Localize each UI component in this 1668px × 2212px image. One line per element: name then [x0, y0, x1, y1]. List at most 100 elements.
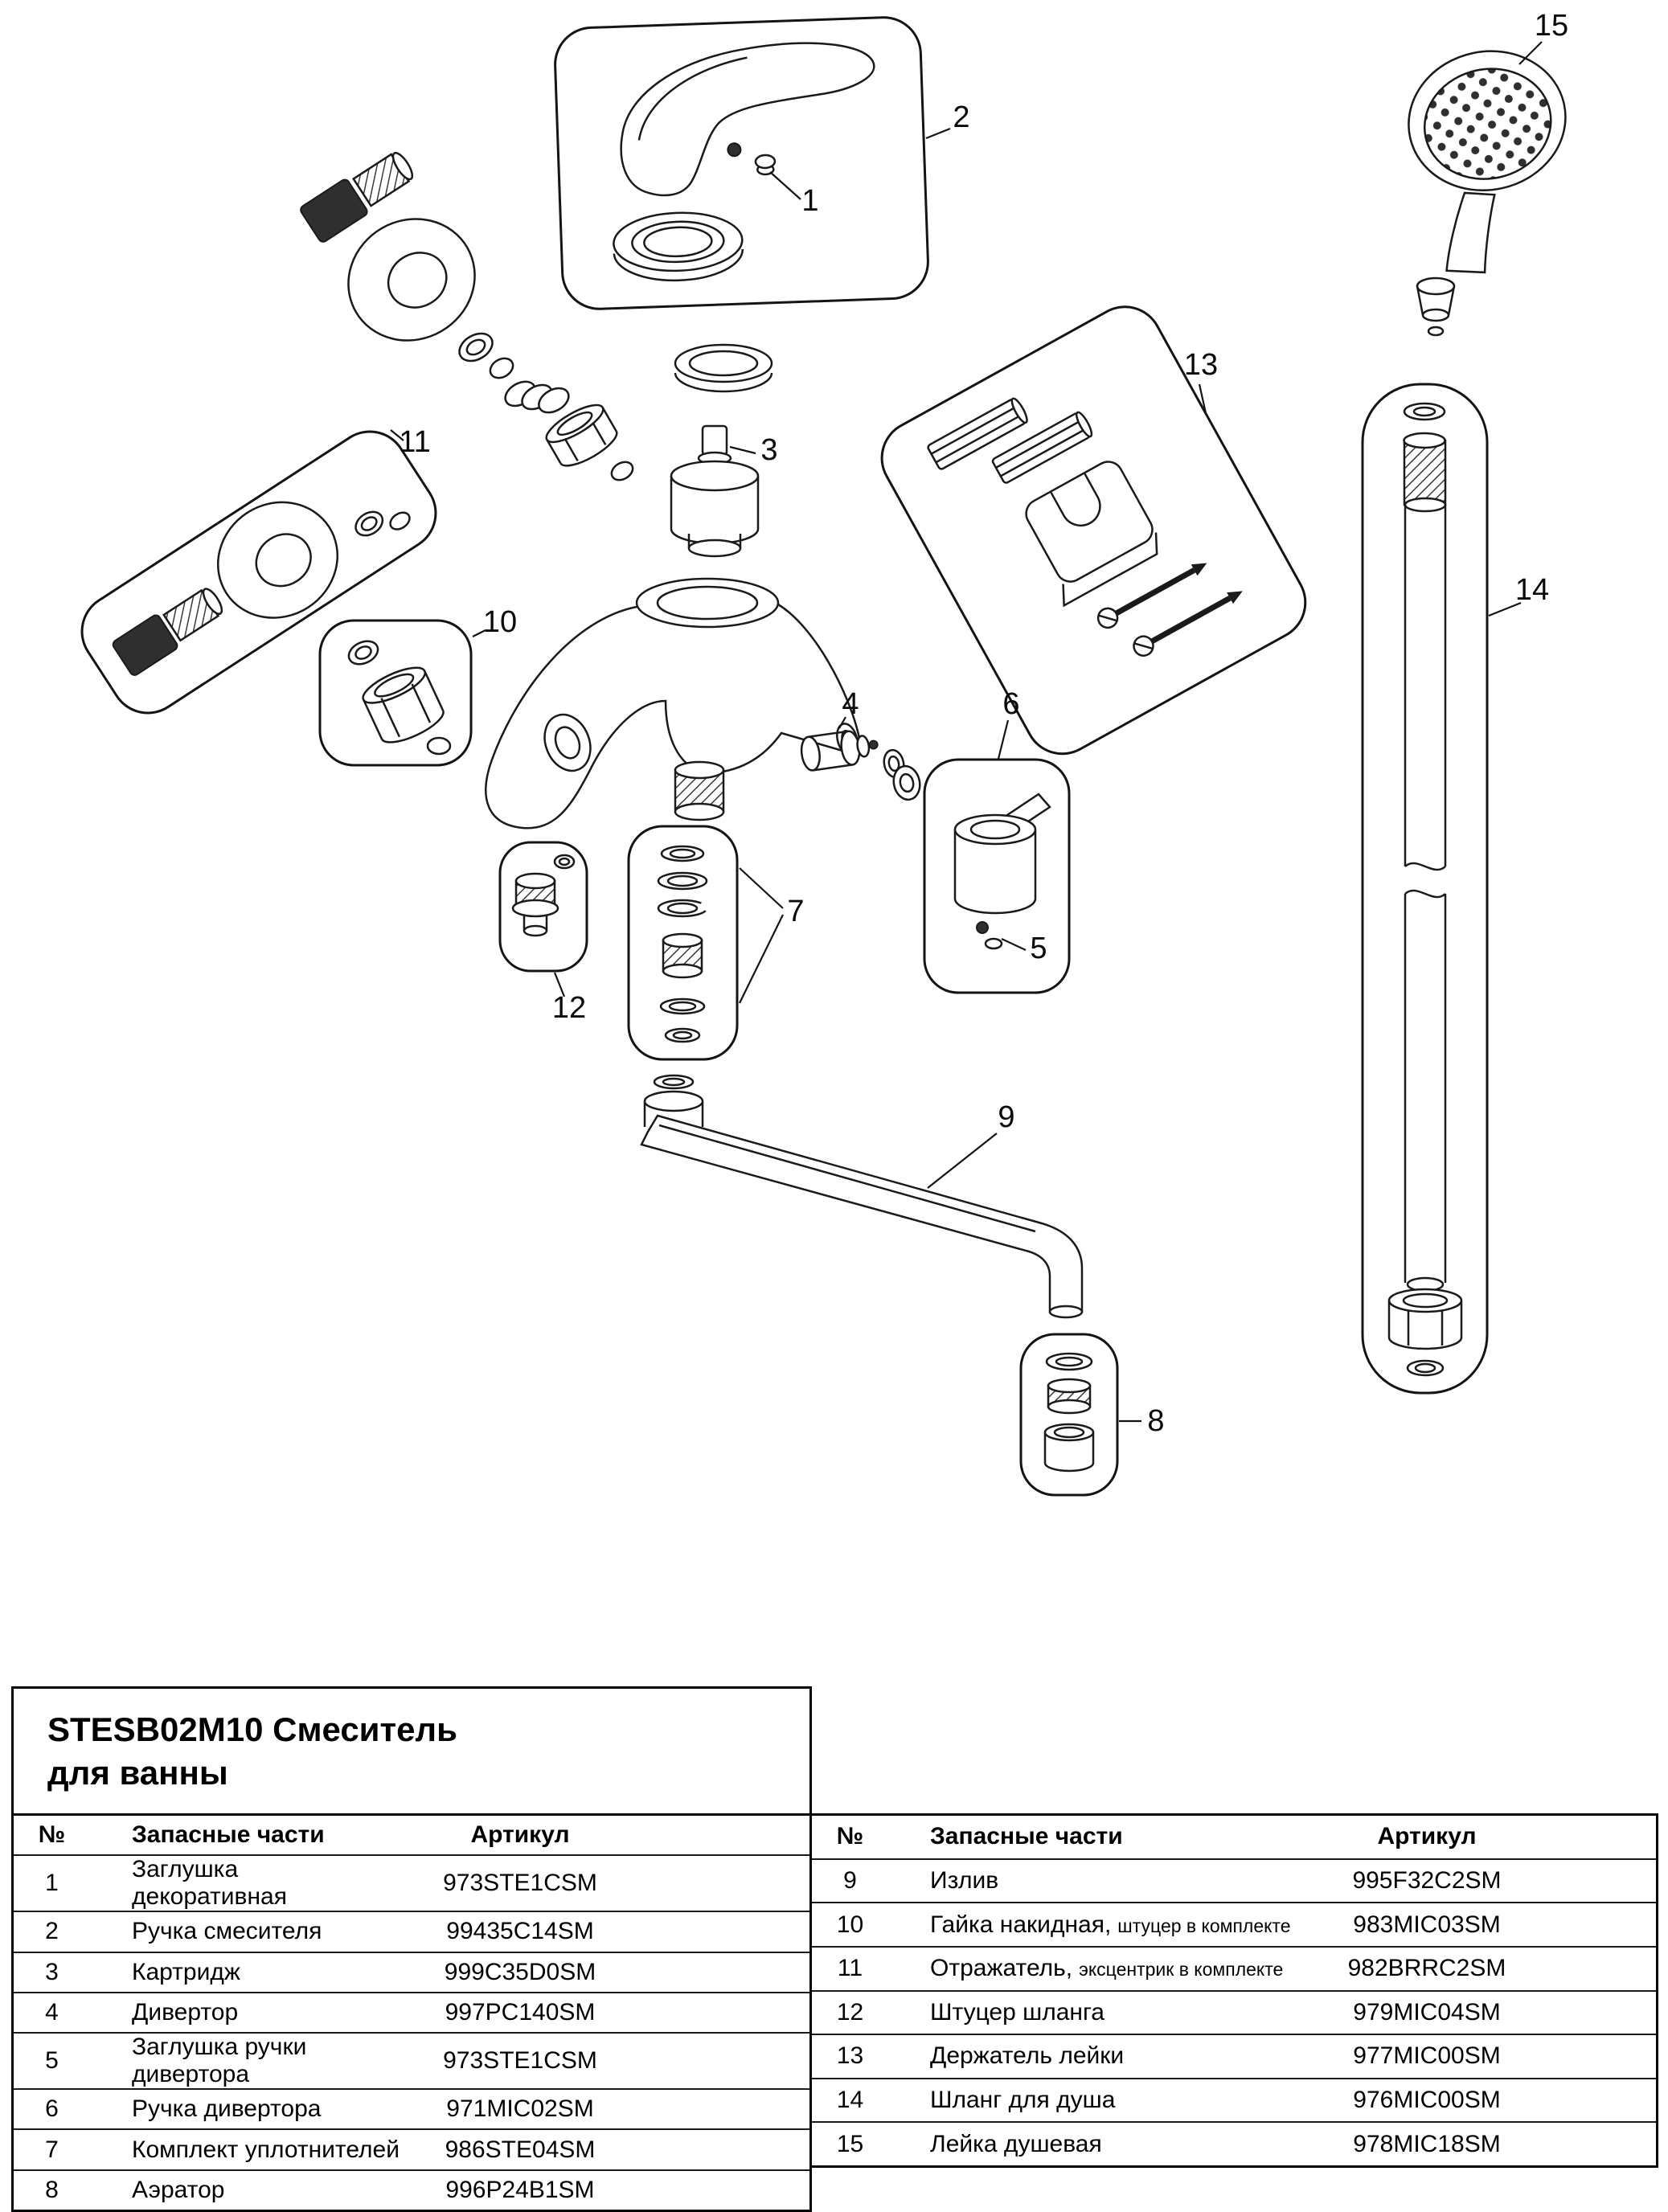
row-num: 13: [836, 2042, 864, 2070]
divertor-plug-part: [976, 921, 989, 934]
reflector-part: [347, 218, 476, 342]
leader-lines: [390, 41, 1543, 1423]
row-article: 973STE1CSM: [443, 1870, 597, 1897]
callout-5: 5: [1030, 932, 1047, 965]
decorative-plug-part: [754, 154, 777, 170]
row-name-text: Заглушка ручки дивертора: [132, 2034, 307, 2088]
row-num: 6: [45, 2095, 59, 2123]
row-num: 10: [836, 1911, 864, 1938]
shower-hose-group-box: [1361, 383, 1489, 1395]
row-name-text: Излив: [930, 1866, 999, 1894]
row-name-text: Отражатель,: [930, 1955, 1073, 1982]
callout-8: 8: [1147, 1404, 1164, 1438]
washer: [610, 461, 634, 481]
callout-14: 14: [1515, 573, 1549, 607]
row-num: 3: [45, 1958, 59, 1985]
row-name: Гайка накидная,штуцер в комплекте: [888, 1911, 1306, 1939]
mixer-body: [485, 577, 861, 830]
reflector-group-box: [80, 430, 437, 715]
disc-stack: [504, 380, 570, 414]
table-row: 13 Держатель лейки 977MIC00SM: [812, 2035, 1656, 2079]
shower-head-part: [1408, 50, 1567, 337]
row-name: Ручка смесителя: [90, 1918, 400, 1945]
row-name-text: Штуцер шланга: [930, 1998, 1104, 2026]
row-num: 1: [45, 1870, 59, 1897]
row-name-note: эксцентрик в комплекте: [1079, 1959, 1284, 1981]
row-article: 997PC140SM: [445, 1998, 596, 2026]
table-row: 4 Дивертор 997PC140SM: [14, 1993, 809, 2034]
row-article: 976MIC00SM: [1353, 2087, 1501, 2114]
row-name-text: Держатель лейки: [930, 2042, 1125, 2070]
row-name: Картридж: [90, 1959, 400, 1986]
handle-group-box: [554, 16, 929, 310]
divertor-part: [800, 730, 879, 772]
callout-7: 7: [787, 895, 804, 928]
holder-screw: [1096, 563, 1207, 629]
row-name-note: штуцер в комплекте: [1117, 1915, 1291, 1936]
table-row: 10 Гайка накидная,штуцер в комплекте 983…: [812, 1903, 1656, 1948]
parts-table-left: № Запасные части Артикул 1 Заглушка деко…: [11, 1813, 812, 2212]
product-title-box: STESB02M10 Смеситель для ванны: [11, 1686, 812, 1813]
row-name: Держатель лейки: [888, 2042, 1306, 2070]
row-article: 99435C14SM: [446, 1918, 594, 1945]
shower-holder-group-box: [880, 305, 1307, 756]
row-num: 11: [837, 1955, 863, 1982]
row-name: Заглушка декоративная: [90, 1856, 400, 1911]
row-name-text: Картридж: [132, 1958, 240, 1985]
table-header-row: № Запасные части Артикул: [14, 1816, 809, 1857]
table-row: 7 Комплект уплотнителей 986STE04SM: [14, 2130, 809, 2171]
table-row: 3 Картридж 999C35D0SM: [14, 1953, 809, 1993]
table-row: 6 Ручка дивертора 971MIC02SM: [14, 2090, 809, 2131]
header-parts: Запасные части: [930, 1823, 1123, 1850]
row-name-text: Дивертор: [132, 1998, 239, 2026]
row-name: Дивертор: [90, 1999, 400, 2026]
row-article: 978MIC18SM: [1353, 2130, 1501, 2157]
row-article: 982BRRC2SM: [1347, 1955, 1506, 1982]
row-name: Штуцер шланга: [888, 1999, 1306, 2026]
divertor-handle-group-box: [923, 758, 1071, 994]
table-row: 2 Ручка смесителя 99435C14SM: [14, 1912, 809, 1953]
table-row: 14 Шланг для душа 976MIC00SM: [812, 2079, 1656, 2124]
header-num: №: [836, 1823, 864, 1850]
callout-1: 1: [801, 184, 818, 218]
ring: [892, 764, 921, 801]
product-title-line2: для ванны: [47, 1753, 228, 1792]
row-name: Комплект уплотнителей: [90, 2136, 400, 2164]
row-num: 12: [836, 1998, 864, 2026]
table-row: 1 Заглушка декоративная 973STE1CSM: [14, 1856, 809, 1913]
callout-9: 9: [998, 1100, 1014, 1134]
row-name: Отражатель, эксцентрик в комплекте: [888, 1955, 1306, 1982]
callout-15: 15: [1535, 9, 1568, 43]
row-name: Лейка душевая: [888, 2131, 1306, 2158]
o-ring: [458, 332, 494, 363]
callout-3: 3: [760, 433, 777, 467]
callout-11: 11: [399, 425, 430, 459]
row-num: 5: [45, 2047, 59, 2075]
callout-12: 12: [552, 991, 586, 1025]
row-name-text: Лейка душевая: [930, 2130, 1102, 2157]
callout-6: 6: [1002, 687, 1019, 721]
row-num: 9: [843, 1866, 857, 1894]
aerator-group-box: [1019, 1333, 1119, 1497]
callout-2: 2: [953, 100, 969, 134]
header-article: Артикул: [470, 1821, 570, 1849]
row-num: 14: [836, 2087, 864, 2114]
row-name-text: Гайка накидная,: [930, 1911, 1112, 1938]
eccentric-part: [300, 151, 414, 243]
callout-4: 4: [842, 687, 859, 721]
cartridge-nut: [674, 343, 773, 393]
row-name-text: Заглушка декоративная: [132, 1856, 287, 1911]
exploded-parts-diagram: 1 2 3 4 5 6 7 8 9 10 11 12 13 14 15: [80, 9, 1568, 1497]
holder-bracket: [1025, 461, 1154, 583]
table-row: 12 Штуцер шланга 979MIC04SM: [812, 1992, 1656, 2036]
washer: [489, 357, 514, 379]
row-article: 973STE1CSM: [443, 2047, 597, 2075]
hose-fitting-part: [514, 872, 556, 890]
row-name: Заглушка ручки дивертора: [90, 2034, 400, 2088]
callout-10: 10: [483, 605, 517, 639]
spout-part: [640, 1074, 1084, 1319]
callout-13: 13: [1184, 348, 1218, 382]
row-name: Ручка дивертора: [90, 2095, 400, 2123]
row-name-text: Аэратор: [132, 2176, 225, 2203]
